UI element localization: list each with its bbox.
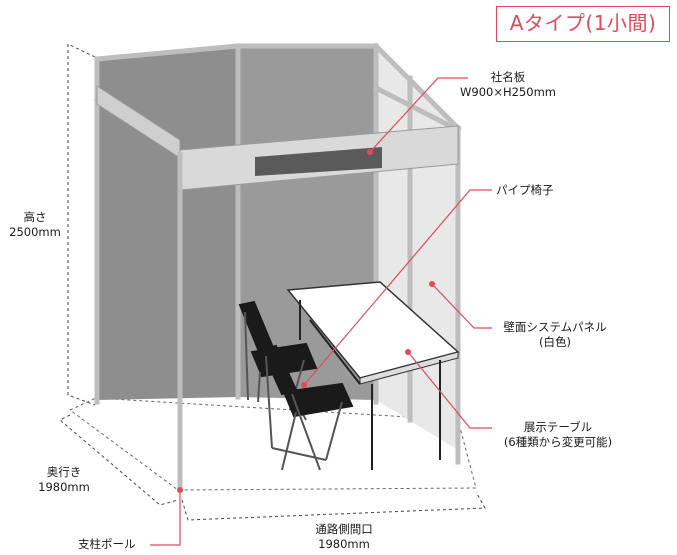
exhibit-table bbox=[286, 281, 460, 470]
callout-table-note: (6種類から変更可能) bbox=[503, 435, 613, 449]
height-label: 高さ 2500mm bbox=[6, 210, 64, 240]
callout-pole: 支柱ポール bbox=[78, 537, 136, 552]
type-badge: Aタイプ(1小間) bbox=[496, 6, 670, 42]
frontage-label-value: 1980mm bbox=[318, 537, 370, 551]
left-wall-panel bbox=[97, 46, 238, 400]
callout-dots bbox=[177, 149, 435, 493]
callout-table: 展示テーブル (6種類から変更可能) bbox=[494, 420, 622, 450]
depth-label-value: 1980mm bbox=[38, 480, 90, 494]
callout-wall-panel-title: 壁面システムパネル bbox=[503, 320, 607, 334]
callout-table-title: 展示テーブル bbox=[523, 420, 593, 434]
height-label-name: 高さ bbox=[23, 210, 47, 224]
depth-dimension-line bbox=[59, 414, 179, 506]
callout-wall-panel-note: (白色) bbox=[539, 335, 571, 349]
callout-lines bbox=[150, 77, 492, 546]
name-board-sign bbox=[255, 147, 382, 176]
pipe-chair-front bbox=[260, 344, 354, 471]
depth-label: 奥行き 1980mm bbox=[26, 465, 102, 495]
callout-wall-panel: 壁面システムパネル (白色) bbox=[494, 320, 616, 350]
callout-name-board-title: 社名板 bbox=[490, 70, 526, 84]
height-label-value: 2500mm bbox=[9, 225, 61, 239]
callout-name-board: 社名板 W900×H250mm bbox=[446, 70, 570, 100]
frontage-dimension-line bbox=[181, 491, 486, 521]
height-dimension-line bbox=[67, 43, 96, 406]
frame bbox=[93, 42, 462, 465]
depth-label-name: 奥行き bbox=[46, 465, 82, 479]
callout-pipe-chair: パイプ椅子 bbox=[496, 183, 554, 198]
frontage-label: 通路側間口 1980mm bbox=[296, 522, 392, 552]
callout-name-board-size: W900×H250mm bbox=[460, 85, 556, 99]
frontage-label-name: 通路側間口 bbox=[315, 522, 373, 536]
callout-pipe-chair-title: パイプ椅子 bbox=[496, 183, 554, 197]
callout-pole-title: 支柱ポール bbox=[78, 537, 136, 551]
booth-floor bbox=[69, 397, 477, 491]
